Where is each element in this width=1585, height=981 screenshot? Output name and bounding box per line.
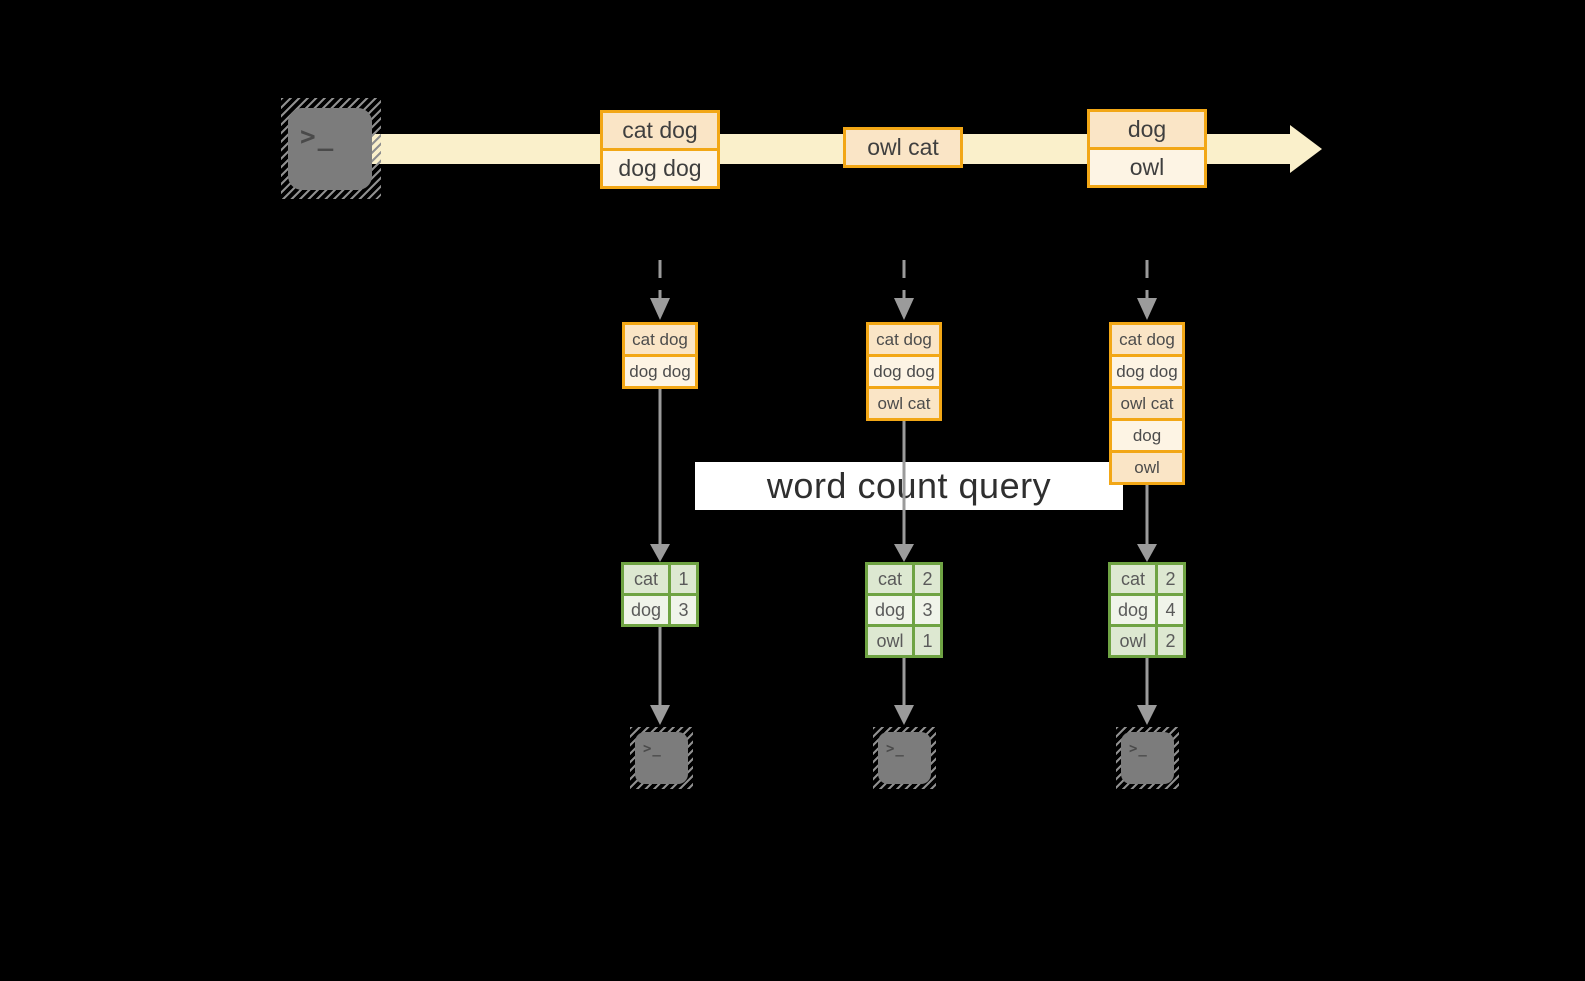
state-row: dog	[1112, 418, 1182, 450]
query-banner: word count query	[695, 462, 1123, 510]
count-value: 2	[1158, 627, 1183, 655]
count-table-3: cat 2 dog 4 owl 2	[1108, 562, 1186, 658]
table-to-sink-arrow-1	[650, 627, 670, 725]
stream-record-line: dog dog	[603, 148, 717, 186]
state-buffer-1: cat dog dog dog	[622, 322, 698, 389]
sink-terminal-icon-2: >_	[873, 727, 936, 789]
count-word: dog	[868, 596, 912, 624]
stream-arrowhead	[1290, 125, 1322, 173]
count-word: cat	[1111, 565, 1155, 593]
terminal-prompt-icon: >_	[300, 122, 336, 152]
terminal-prompt-icon: >_	[886, 741, 905, 757]
state-row: cat dog	[1112, 325, 1182, 354]
stream-record-3: dog owl	[1087, 109, 1207, 188]
state-row: owl cat	[1112, 386, 1182, 418]
terminal-screen: >_	[878, 732, 931, 784]
state-row: cat dog	[869, 325, 939, 354]
terminal-screen: >_	[288, 108, 372, 190]
count-value: 3	[915, 596, 940, 624]
state-row: owl cat	[869, 386, 939, 418]
terminal-screen: >_	[635, 732, 688, 784]
stream-to-buffer-dashed-arrow-2	[894, 260, 914, 320]
query-banner-label: word count query	[766, 465, 1052, 506]
stream-record-line: dog	[1090, 112, 1204, 147]
state-buffer-3: cat dog dog dog owl cat dog owl	[1109, 322, 1185, 485]
count-value: 4	[1158, 596, 1183, 624]
state-buffer-2: cat dog dog dog owl cat	[866, 322, 942, 421]
count-word: owl	[868, 627, 912, 655]
sink-terminal-icon-1: >_	[630, 727, 693, 789]
table-to-sink-arrow-3	[1137, 658, 1157, 725]
terminal-prompt-icon: >_	[1129, 741, 1148, 757]
state-row: dog dog	[1112, 354, 1182, 386]
count-value: 1	[915, 627, 940, 655]
state-row: dog dog	[869, 354, 939, 386]
stream-record-2: owl cat	[843, 127, 963, 168]
stream-to-buffer-dashed-arrow-1	[650, 260, 670, 320]
state-row: owl	[1112, 450, 1182, 482]
buffer-to-table-arrow-2	[894, 416, 914, 562]
stream-to-buffer-dashed-arrow-3	[1137, 260, 1157, 320]
state-row: dog dog	[625, 354, 695, 386]
stream-record-line: owl cat	[846, 130, 960, 165]
terminal-prompt-icon: >_	[643, 741, 662, 757]
count-value: 2	[915, 565, 940, 593]
buffer-to-table-arrow-3	[1137, 478, 1157, 562]
count-word: cat	[624, 565, 668, 593]
source-terminal-icon: >_	[281, 98, 381, 199]
stream-record-1: cat dog dog dog	[600, 110, 720, 189]
count-word: cat	[868, 565, 912, 593]
count-table-1: cat 1 dog 3	[621, 562, 699, 627]
count-value: 3	[671, 596, 696, 624]
stream-record-line: owl	[1090, 147, 1204, 185]
count-value: 2	[1158, 565, 1183, 593]
table-to-sink-arrow-2	[894, 658, 914, 725]
count-word: dog	[1111, 596, 1155, 624]
terminal-screen: >_	[1121, 732, 1174, 784]
count-word: owl	[1111, 627, 1155, 655]
count-table-2: cat 2 dog 3 owl 1	[865, 562, 943, 658]
stream-record-line: cat dog	[603, 113, 717, 148]
count-value: 1	[671, 565, 696, 593]
state-row: cat dog	[625, 325, 695, 354]
sink-terminal-icon-3: >_	[1116, 727, 1179, 789]
count-word: dog	[624, 596, 668, 624]
buffer-to-table-arrow-1	[650, 385, 670, 562]
